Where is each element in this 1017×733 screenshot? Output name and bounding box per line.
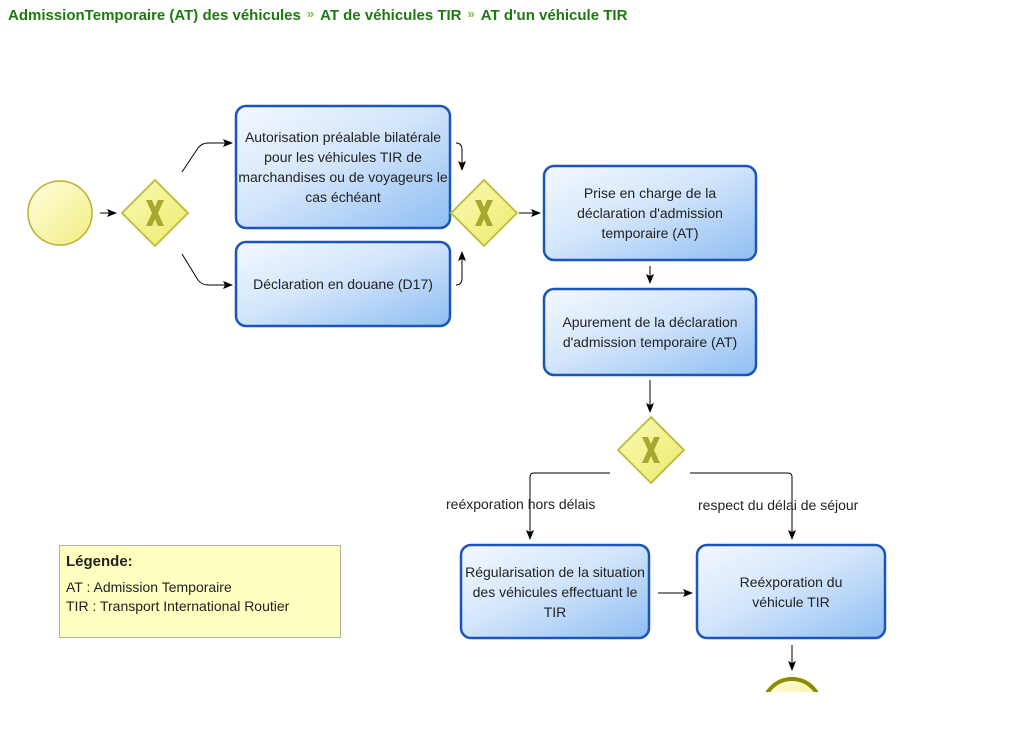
exclusive-gateway-decision-icon[interactable] [616,415,686,485]
flow-arrow [181,139,233,173]
legend-box: Légende: AT : Admission Temporaire TIR :… [59,545,341,638]
edge-label-respect-delai: respect du délai de séjour [698,497,859,513]
exclusive-gateway-split-icon[interactable] [120,178,190,248]
breadcrumb-separator-icon: » [467,6,475,21]
exclusive-gateway-join-icon[interactable] [449,178,519,248]
task-autorisation[interactable] [234,104,452,230]
legend-title: Légende: [66,553,133,570]
task-declaration-douane[interactable] [234,240,452,328]
flow-arrow-hors-delais [526,472,610,540]
breadcrumb-item-at-vehicules-tir[interactable]: AT de véhicules TIR [320,7,462,24]
task-reexportation[interactable] [695,543,887,640]
legend-entry: AT : Admission Temporaire [66,579,232,595]
breadcrumb-separator-icon: » [306,6,315,21]
end-event-icon[interactable] [763,677,821,733]
flow-arrow [181,253,233,289]
flow-arrow [455,251,466,286]
legend-entry: TIR : Transport International Routier [66,598,290,614]
edge-label-hors-delais: reéxporation hors délais [446,496,596,512]
task-regularisation[interactable] [459,543,651,640]
task-prise-en-charge[interactable] [542,164,758,262]
start-event-icon[interactable] [27,180,93,246]
breadcrumb: AdmissionTemporaire (AT) des véhicules » A… [8,6,628,24]
breadcrumb-item-at-vehicule-tir[interactable]: AT d'un véhicule TIR [480,7,628,24]
task-apurement[interactable] [542,287,758,377]
flow-arrow-respect-delai [690,472,796,540]
flow-arrow [455,142,466,171]
breadcrumb-item-admission-temporaire[interactable]: AdmissionTemporaire (AT) des véhicules [8,7,301,24]
